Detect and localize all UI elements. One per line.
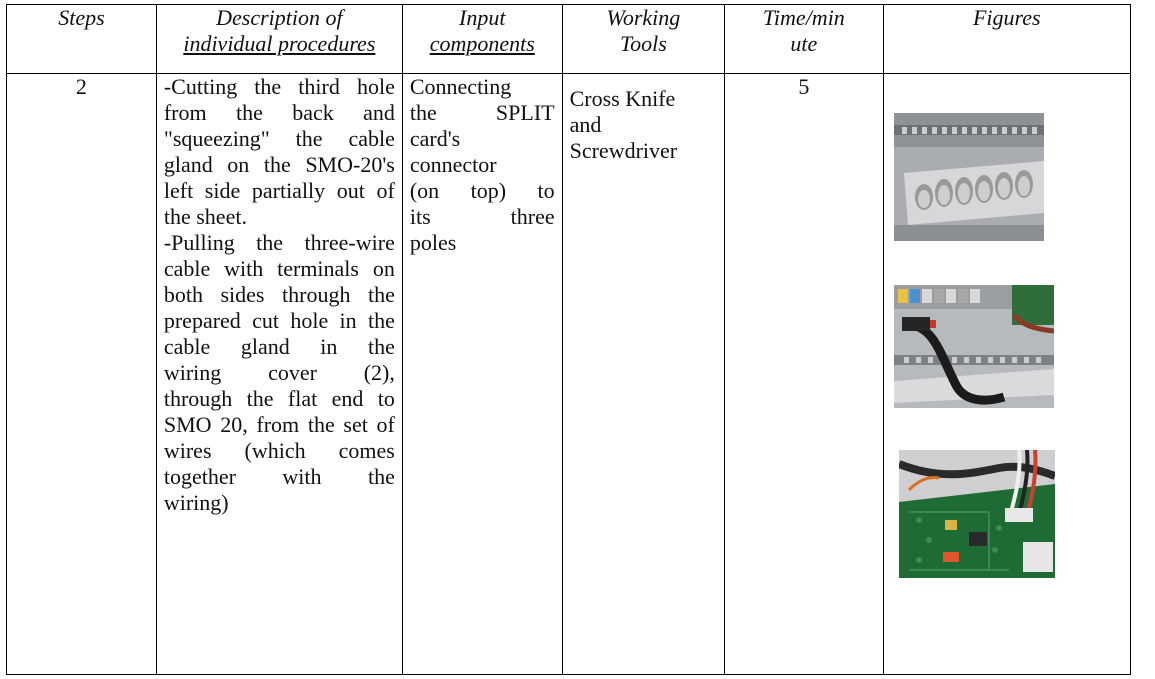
- tools-line: Screwdriver: [569, 138, 678, 163]
- description-line: -Cutting the third hole: [163, 74, 395, 99]
- header-steps: Steps: [6, 4, 157, 74]
- header-working-tools: Working Tools: [561, 4, 726, 74]
- description-line: -Pulling the three-wire: [163, 230, 395, 255]
- description-line: together with the: [163, 464, 395, 489]
- input-line: Connecting: [409, 74, 512, 99]
- input-line: the SPLIT: [409, 100, 555, 125]
- step-number: 2: [6, 73, 157, 675]
- table-row: 2 -Cutting the third hole from the back …: [6, 73, 1132, 675]
- description-line: wiring cover (2),: [163, 360, 395, 385]
- input-line: its three: [409, 204, 555, 229]
- working-tools-cell: Cross Knife and Screwdriver: [561, 73, 726, 675]
- procedure-table: Steps Description of individual procedur…: [6, 4, 1132, 675]
- description-line: left side partially out of: [163, 178, 395, 203]
- header-time: Time/min ute: [724, 4, 884, 74]
- wiring-cable-photo: [893, 285, 1054, 408]
- header-row: Steps Description of individual procedur…: [6, 4, 1132, 74]
- header-figures: Figures: [882, 4, 1132, 74]
- description-line: gland on the SMO-20's: [163, 152, 395, 177]
- description-cell: -Cutting the third hole from the back an…: [155, 73, 403, 675]
- header-description: Description of individual procedures: [155, 4, 403, 74]
- description-line: through the flat end to: [163, 386, 395, 411]
- figures-cell: [882, 73, 1132, 675]
- description-line: wires (which comes: [163, 438, 395, 463]
- time-value: 5: [724, 73, 884, 675]
- cable-gland-photo: [893, 113, 1044, 241]
- input-line: connector: [409, 152, 497, 177]
- tools-line: Cross Knife: [569, 86, 676, 111]
- header-input-components: Input components: [401, 4, 563, 74]
- description-line: "squeezing" the cable: [163, 126, 395, 151]
- description-line: prepared cut hole in the: [163, 308, 395, 333]
- description-line: wiring): [163, 490, 229, 515]
- tools-line: and: [569, 112, 602, 137]
- input-line: poles: [409, 230, 457, 255]
- split-card-photo: [898, 450, 1055, 578]
- description-line: cable gland in the: [163, 334, 395, 359]
- description-line: both sides through the: [163, 282, 395, 307]
- description-line: cable with terminals on: [163, 256, 395, 281]
- description-line: the sheet.: [163, 204, 247, 229]
- input-line: (on top) to: [409, 178, 555, 203]
- input-components-cell: Connecting the SPLIT card's connector (o…: [401, 73, 563, 675]
- input-line: card's: [409, 126, 461, 151]
- description-line: SMO 20, from the set of: [163, 412, 395, 437]
- description-line: from the back and: [163, 100, 395, 125]
